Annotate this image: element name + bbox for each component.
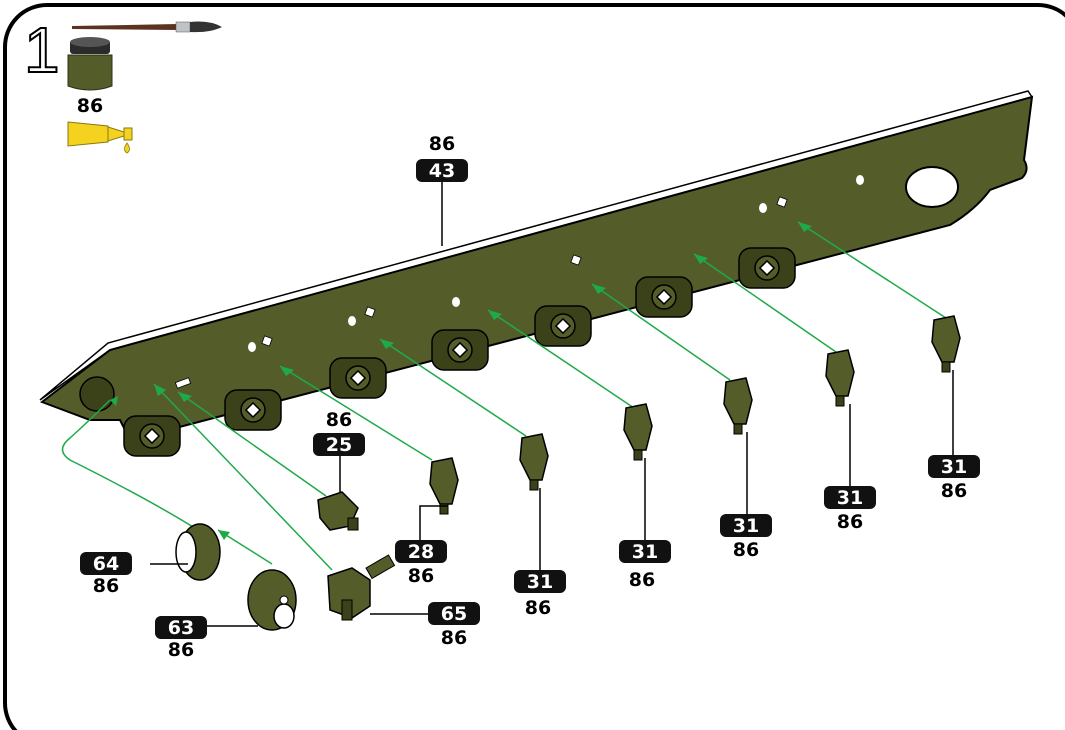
- label-part-number: 28: [408, 541, 434, 563]
- label-part-number: 43: [429, 160, 455, 182]
- part-31-a-shape: [519, 433, 549, 491]
- part-31-e-shape: [931, 315, 961, 373]
- label-part-number: 31: [837, 487, 863, 509]
- part-31-b-shape: [623, 403, 653, 461]
- label-color: 86: [941, 480, 967, 502]
- paint-code: 86: [77, 95, 103, 117]
- hull-square-marks: [174, 196, 788, 389]
- socket: [123, 415, 181, 457]
- label-color: 86: [429, 133, 455, 155]
- label-part-number: 31: [733, 515, 759, 537]
- label-part-31e: 31 86: [928, 455, 980, 502]
- assembly-arrows: [61, 221, 947, 571]
- label-part-number: 31: [527, 571, 553, 593]
- label-part-31d: 31 86: [824, 486, 876, 533]
- socket: [224, 389, 282, 431]
- label-color: 86: [441, 627, 467, 649]
- socket: [534, 305, 592, 347]
- part-28-shape: [429, 457, 459, 515]
- part-31-c-shape: [723, 377, 753, 435]
- leader-lines: [150, 182, 954, 627]
- socket: [431, 329, 489, 371]
- paint-pot-icon: [67, 37, 113, 91]
- label-part-65: 65 86: [428, 602, 480, 649]
- part-63-shape: [247, 569, 297, 631]
- hull-plate: [39, 90, 1034, 442]
- label-part-63: 63 86: [155, 616, 207, 661]
- step-number: 1: [24, 14, 60, 86]
- label-part-25: 86 25: [313, 409, 365, 456]
- label-part-number: 31: [632, 541, 658, 563]
- part-64-shape: [175, 523, 221, 581]
- label-color: 86: [168, 639, 194, 661]
- label-color: 86: [733, 539, 759, 561]
- label-part-28: 28 86: [395, 540, 447, 587]
- glue-tube-icon: [67, 121, 133, 154]
- arrow-heads: [110, 222, 812, 540]
- label-part-31c: 31 86: [720, 514, 772, 561]
- label-part-number: 64: [93, 553, 119, 575]
- label-part-number: 63: [168, 617, 194, 639]
- hull-sockets: [123, 247, 796, 457]
- paintbrush-icon: [72, 21, 222, 33]
- socket: [738, 247, 796, 289]
- label-color: 86: [525, 597, 551, 619]
- socket: [329, 357, 387, 399]
- socket: [635, 276, 693, 318]
- part-65-shape: [327, 554, 396, 621]
- label-part-31b: 31 86: [619, 540, 671, 591]
- label-part-64: 64 86: [80, 552, 132, 597]
- label-color: 86: [408, 565, 434, 587]
- label-color: 86: [93, 575, 119, 597]
- label-part-number: 31: [941, 456, 967, 478]
- label-part-number: 65: [441, 603, 467, 625]
- label-color: 86: [326, 409, 352, 431]
- part-25-shape: [317, 491, 359, 531]
- label-color: 86: [837, 511, 863, 533]
- part-31-d-shape: [825, 349, 855, 407]
- label-part-31a: 31 86: [514, 570, 566, 619]
- label-hull-plate: 86 43: [416, 133, 468, 182]
- label-part-number: 25: [326, 434, 352, 456]
- label-color: 86: [629, 569, 655, 591]
